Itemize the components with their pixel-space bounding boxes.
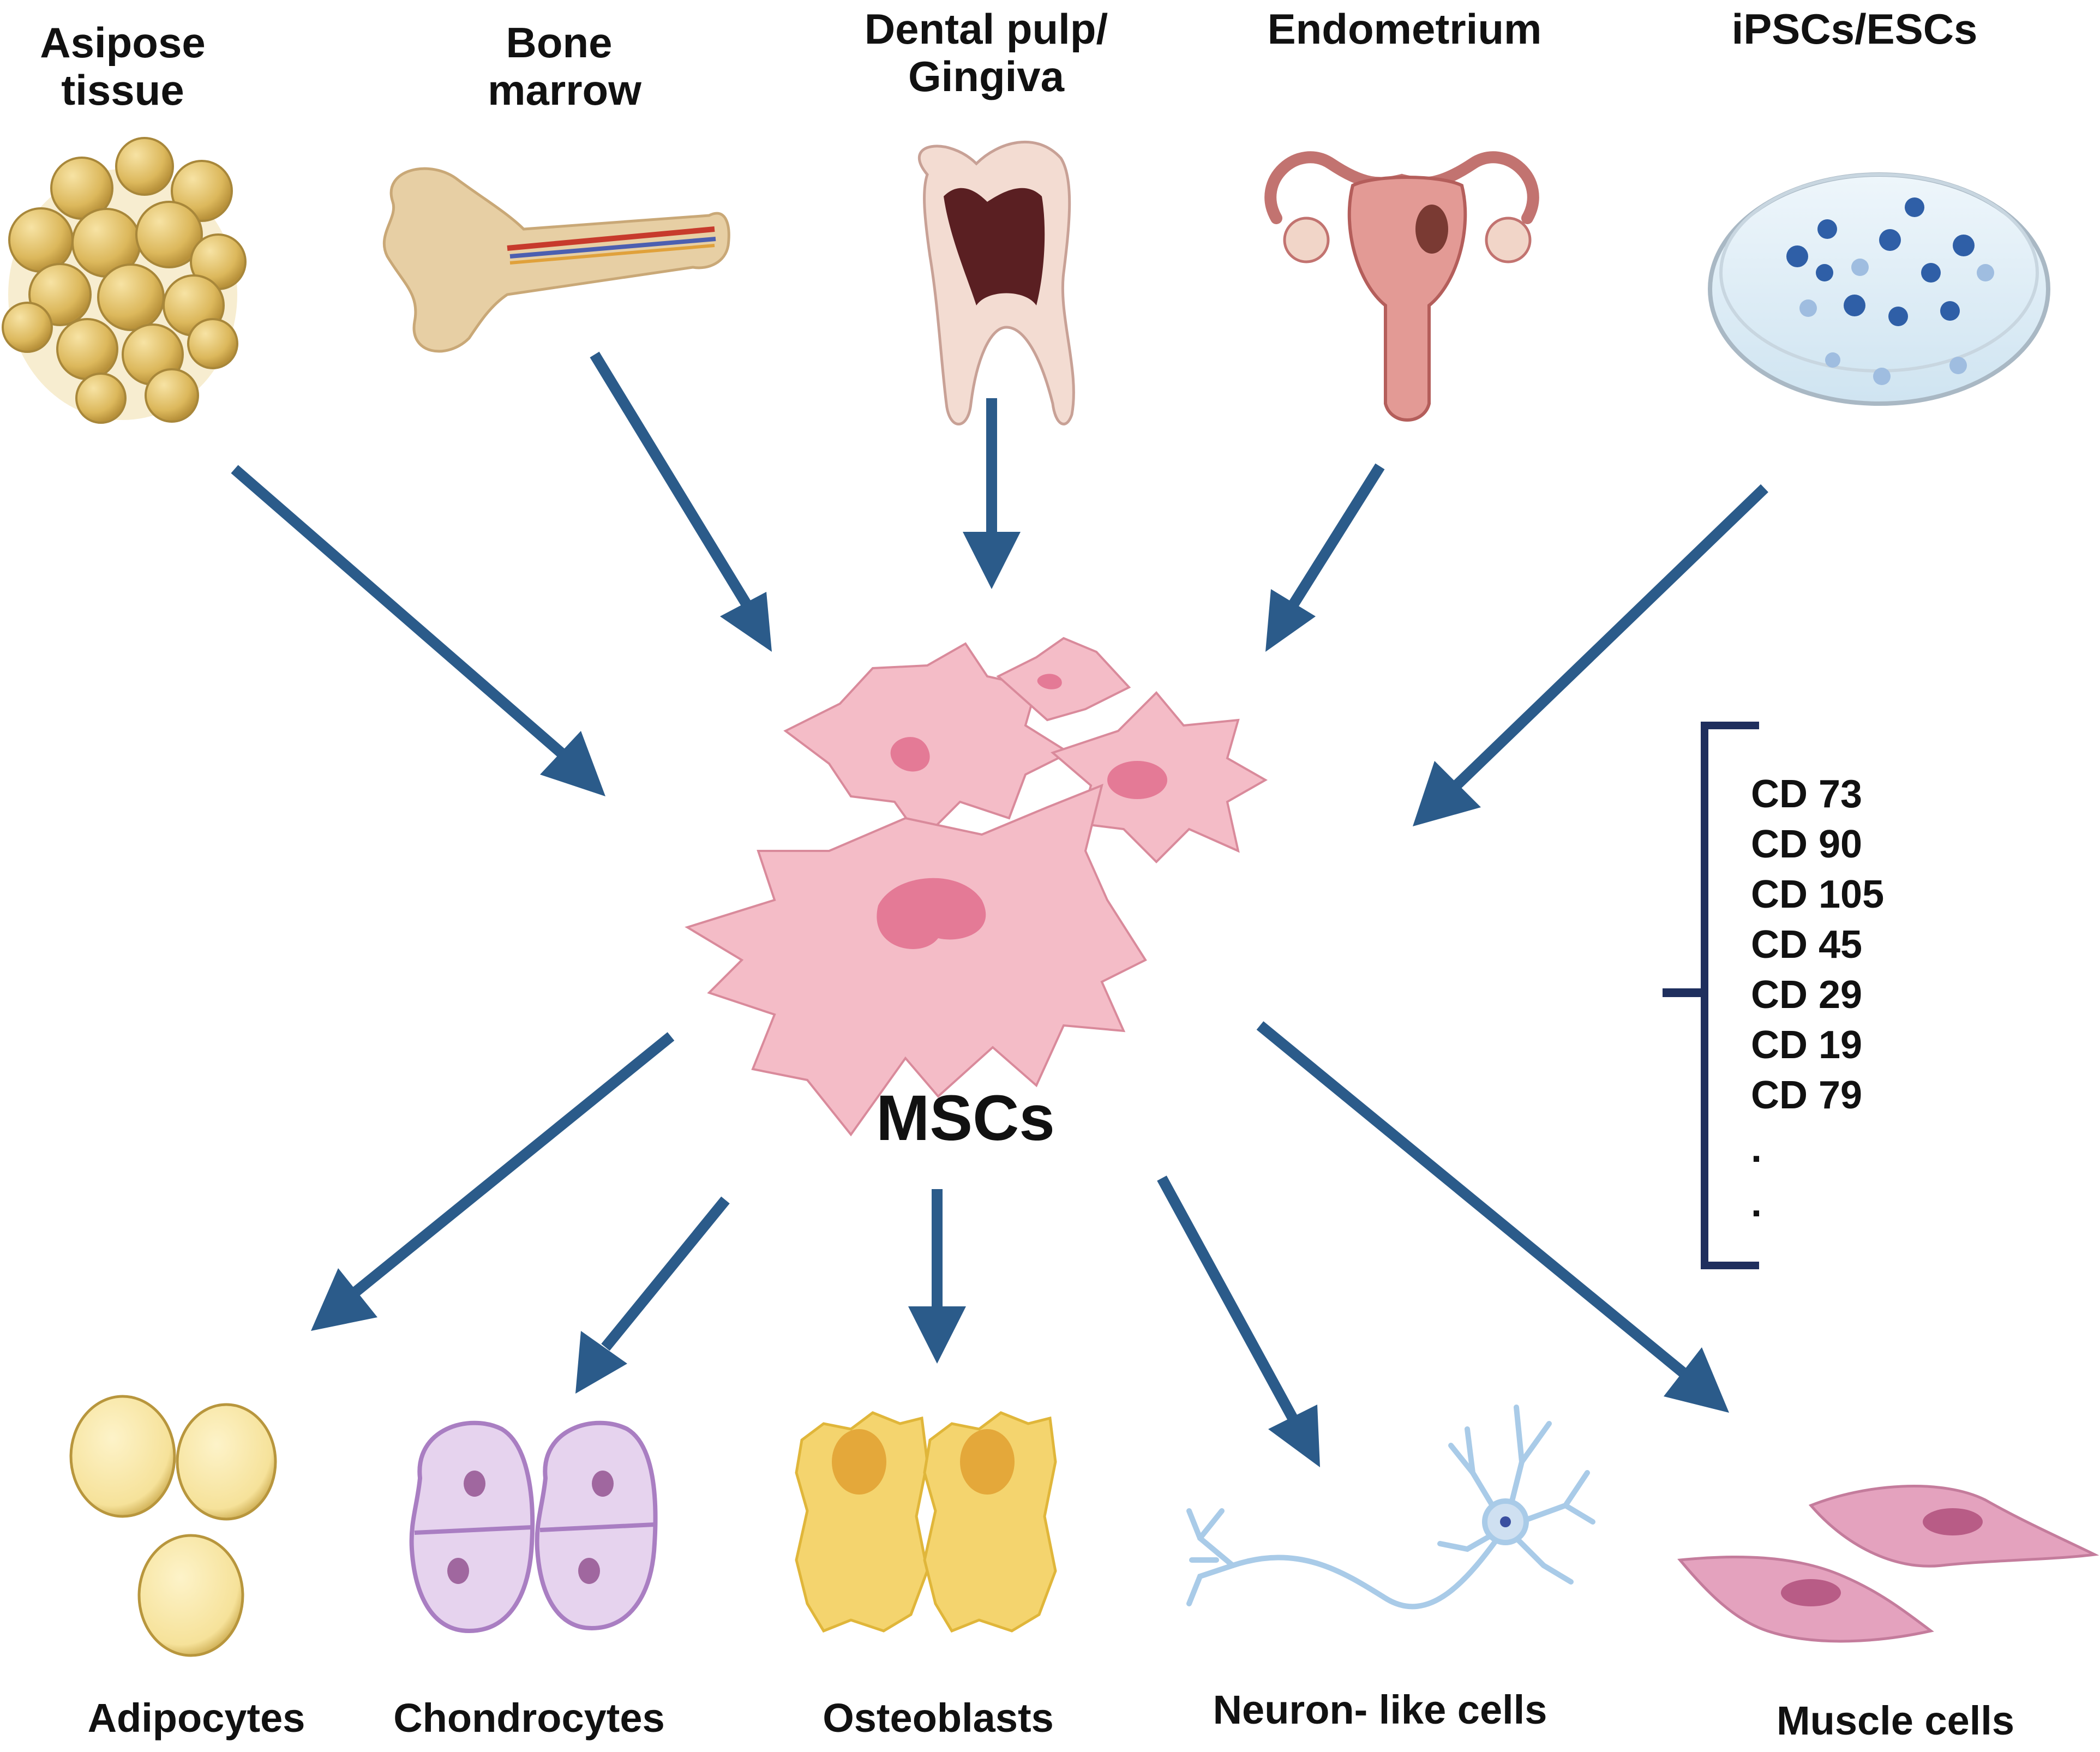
marker-item: . (1751, 1127, 1762, 1171)
source-label-dental: Dental pulp/ Gingiva (865, 5, 1108, 100)
source-label-line: Gingiva (908, 52, 1065, 100)
osteoblast-icon (795, 1411, 1057, 1633)
arrow-endometrium-to-msc (1265, 463, 1385, 652)
output-label-neuron: Neuron- like cells (1213, 1687, 1547, 1732)
arrow-msc-to-adipocytes (311, 1032, 675, 1331)
marker-list: CD 73 CD 90 CD 105 CD 45 CD 29 CD 19 CD … (1751, 772, 1884, 1225)
source-label-line: Dental pulp/ (865, 5, 1108, 53)
arrow-ipsc-to-msc (1413, 484, 1768, 826)
arrow-dental-to-msc (963, 398, 1021, 589)
tooth-icon (917, 140, 1075, 425)
neuron-icon (1186, 1405, 1595, 1610)
chondrocyte-icon (409, 1420, 658, 1634)
msc-label: MSCs (876, 1082, 1055, 1154)
marker-item: CD 73 (1751, 772, 1862, 816)
arrow-msc-to-chondrocytes (575, 1196, 730, 1394)
source-label-ipsc: iPSCs/ESCs (1732, 5, 1978, 53)
output-label-osteoblasts: Osteoblasts (823, 1695, 1054, 1741)
source-label-line: marrow (488, 66, 641, 114)
petri-dish-icon (1708, 172, 2050, 406)
arrow-msc-to-muscle (1256, 1021, 1729, 1413)
source-label-line: Asipose (40, 19, 205, 67)
adipocyte-icon (69, 1395, 277, 1657)
marker-item: CD 90 (1751, 823, 1862, 866)
source-label-line: tissue (61, 66, 184, 114)
arrow-msc-to-osteoblasts (908, 1189, 966, 1364)
marker-item: . (1751, 1181, 1762, 1225)
bone-icon (382, 167, 730, 353)
source-label-bone-marrow: Bone marrow (488, 19, 641, 114)
source-label-line: Endometrium (1268, 5, 1542, 53)
source-label-line: Bone (506, 19, 613, 67)
msc-cells-icon (685, 637, 1268, 1137)
marker-bracket (1663, 722, 1759, 1269)
muscle-cell-icon (1677, 1485, 2099, 1643)
marker-item: CD 29 (1751, 973, 1862, 1017)
arrow-adipose-to-msc (231, 465, 605, 796)
marker-item: CD 79 (1751, 1073, 1862, 1117)
marker-item: CD 19 (1751, 1023, 1862, 1067)
arrow-bone-marrow-to-msc (590, 351, 772, 652)
marker-item: CD 45 (1751, 923, 1862, 967)
output-label-chondrocytes: Chondrocytes (393, 1695, 665, 1741)
output-label-adipocytes: Adipocytes (88, 1695, 305, 1741)
adipose-tissue-icon (2, 137, 247, 424)
arrow-msc-to-neuron (1157, 1175, 1320, 1467)
source-label-adipose: Asipose tissue (40, 19, 205, 114)
marker-item: CD 105 (1751, 873, 1884, 916)
output-label-muscle: Muscle cells (1777, 1698, 2014, 1743)
source-label-line: iPSCs/ESCs (1732, 5, 1978, 53)
uterus-icon (1264, 151, 1539, 422)
source-label-endometrium: Endometrium (1268, 5, 1542, 53)
